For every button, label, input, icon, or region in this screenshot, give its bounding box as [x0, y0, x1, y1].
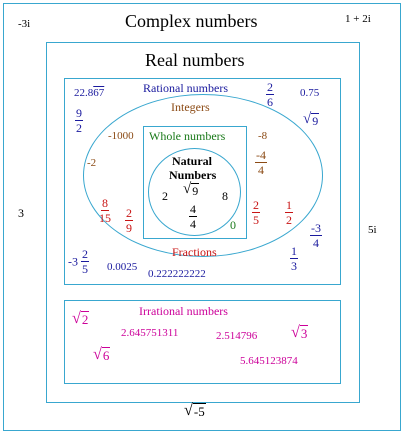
radical-icon: √	[184, 401, 193, 419]
integers-ellipse	[83, 94, 323, 257]
irrational-sqrt-6: √6	[93, 345, 111, 363]
natural-eight: 8	[222, 189, 228, 203]
whole-numbers-title: Whole numbers	[149, 129, 226, 143]
rational-numbers-title: Rational numbers	[143, 81, 228, 95]
radical-icon: √	[291, 323, 300, 341]
radical-icon: √	[183, 181, 192, 197]
irrational-numbers-title: Irrational numbers	[139, 304, 228, 318]
integers-title: Integers	[171, 100, 210, 114]
complex-sqrt-neg5: √-5	[184, 401, 206, 419]
rational-0-75: 0.75	[300, 87, 320, 99]
irrational-numbers-frame	[64, 300, 341, 384]
irrational-2-645751311: 2.645751311	[121, 327, 179, 339]
rational-0-222222222: 0.222222222	[148, 268, 206, 280]
real-numbers-frame	[46, 42, 360, 403]
natural-numbers-circle	[148, 148, 241, 236]
complex-numbers-title: Complex numbers	[125, 11, 258, 31]
irrational-5-645123874: 5.645123874	[240, 355, 298, 367]
irrational-2-514796: 2.514796	[216, 330, 258, 342]
whole-zero: 0	[230, 218, 236, 232]
complex-1-plus-2i: 1 + 2i	[345, 13, 371, 25]
whole-numbers-frame	[143, 126, 247, 239]
natural-two: 2	[162, 189, 168, 203]
complex-numbers-frame	[3, 3, 401, 431]
natural-sqrt-9: √9	[183, 181, 200, 198]
irrational-sqrt-2: √2	[72, 309, 90, 327]
complex-three: 3	[18, 206, 24, 220]
irrational-sqrt-3: √3	[291, 323, 309, 341]
fractions-title: Fractions	[172, 245, 217, 259]
integer-neg-2: -2	[87, 157, 97, 169]
radical-icon: √	[303, 111, 312, 127]
complex-neg-3i: -3i	[18, 18, 31, 30]
rational-0-0025: 0.0025	[107, 261, 138, 273]
integer-neg-8: -8	[258, 130, 268, 142]
natural-numbers-title-line1: Natural	[172, 154, 212, 168]
radical-icon: √	[72, 309, 81, 327]
integer-neg-1000: -1000	[108, 130, 134, 142]
natural-numbers-title-line2: Numbers	[169, 168, 217, 182]
rational-numbers-frame	[64, 78, 341, 285]
rational-sqrt-9: √9	[303, 111, 320, 128]
radical-icon: √	[93, 345, 102, 363]
real-numbers-title: Real numbers	[145, 50, 245, 70]
complex-5i: 5i	[368, 224, 377, 236]
rational-22-867: 22.867	[74, 87, 105, 99]
